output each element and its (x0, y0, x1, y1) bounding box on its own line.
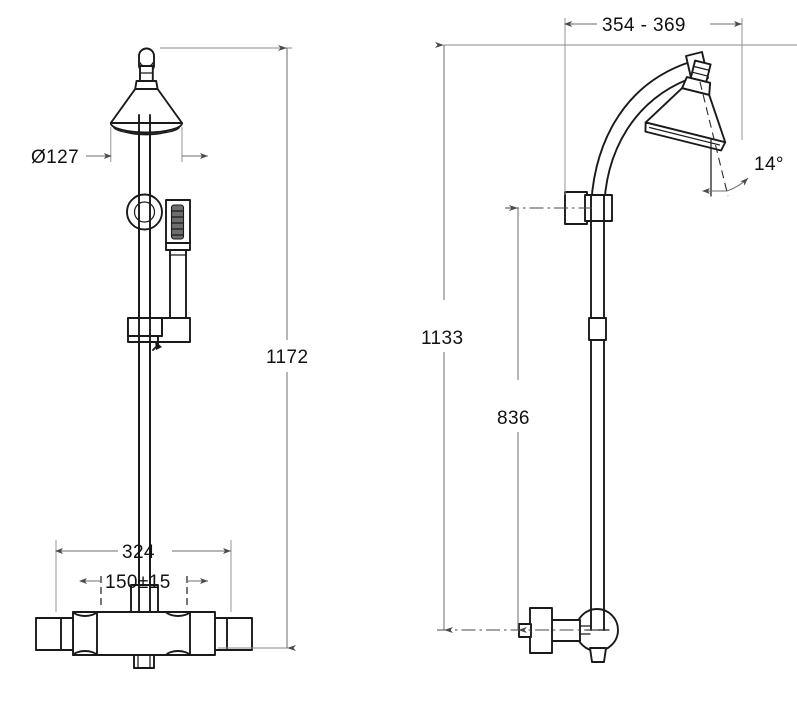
dimension-label-spray-angle: 14° (754, 154, 784, 175)
front-view-dimensions: Ø127 1172 324 (31, 45, 308, 651)
hand-shower-bracket (127, 317, 191, 613)
dimension-height-slider: 836 (437, 205, 600, 633)
dimension-arm-reach: 354 - 369 (564, 15, 743, 195)
dimension-label-inlet-centres: 150±15 (105, 572, 171, 593)
dimension-label-spread-outer: 324 (122, 542, 155, 563)
dimension-label-diameter-head: Ø127 (31, 147, 79, 168)
dimension-height-bracket: 1133 (421, 42, 797, 633)
dimension-diameter-head: Ø127 (31, 127, 208, 168)
slider-ring (126, 114, 163, 613)
dimension-spread-outer: 324 (55, 540, 232, 612)
thermostatic-mixer-body-side (518, 607, 619, 663)
dimension-label-overall-height: 1172 (266, 347, 308, 368)
hand-shower (165, 199, 191, 319)
dimension-spray-angle: 14° (699, 81, 784, 197)
wall-bracket (564, 191, 613, 225)
dimension-inlet-centres: 150±15 (79, 572, 208, 605)
overhead-shower-head-side (644, 59, 727, 152)
dimension-label-height-bracket: 1133 (421, 328, 463, 349)
thermostatic-mixer-body (35, 584, 253, 669)
front-elevation-view: Ø127 1172 324 (31, 45, 308, 669)
side-view-dimensions: 354 - 369 14° 1133 (421, 15, 797, 633)
dimension-overall-height: 1172 (160, 45, 308, 651)
side-elevation-view: 354 - 369 14° 1133 (421, 15, 797, 663)
riser-rail-side (588, 214, 607, 631)
riser-rail (138, 114, 151, 613)
overhead-shower-head (109, 47, 183, 136)
dimension-label-height-slider: 836 (497, 408, 530, 429)
dimension-label-arm-reach: 354 - 369 (602, 15, 686, 36)
